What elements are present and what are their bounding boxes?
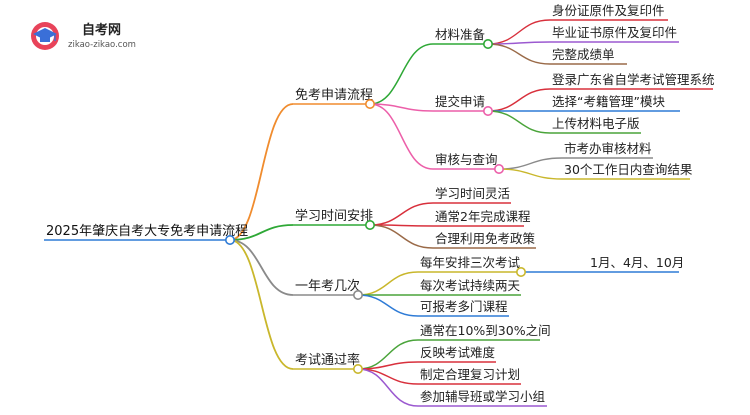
branch-label-1[interactable]: 学习时间安排 xyxy=(295,208,373,224)
child-label-0-0[interactable]: 材料准备 xyxy=(435,27,486,42)
leaf-label-0-0-1[interactable]: 毕业证书原件及复印件 xyxy=(552,25,677,40)
child-edge-0-1 xyxy=(369,103,434,112)
child-edge-0-0 xyxy=(369,43,434,105)
branch-collapse-dot-0[interactable] xyxy=(364,99,375,110)
child-label-3-3[interactable]: 参加辅导班或学习小组 xyxy=(420,389,545,404)
branch-collapse-dot-2[interactable] xyxy=(352,289,363,300)
leaf-edge-0-2-0 xyxy=(498,157,563,170)
leaf-label-0-1-2[interactable]: 上传材料电子版 xyxy=(552,116,640,131)
child-label-3-2[interactable]: 制定合理复习计划 xyxy=(420,367,520,382)
branch-edge-2 xyxy=(229,239,294,296)
leaf-label-0-2-0[interactable]: 市考办审核材料 xyxy=(564,141,652,156)
child-label-0-1[interactable]: 提交申请 xyxy=(435,94,485,109)
child-label-0-2[interactable]: 审核与查询 xyxy=(435,152,498,167)
child-edge-3-3 xyxy=(357,368,419,407)
mindmap-edges xyxy=(44,19,713,407)
branch-collapse-dot-3[interactable] xyxy=(352,363,363,374)
child-edge-3-1 xyxy=(357,361,419,370)
child-label-1-2[interactable]: 合理利用免考政策 xyxy=(435,231,536,246)
leaf-label-0-1-0[interactable]: 登录广东省自学考试管理系统 xyxy=(552,72,715,87)
child-collapse-dot-0-2[interactable] xyxy=(493,164,504,175)
branch-label-2[interactable]: 一年考几次 xyxy=(295,278,360,294)
child-edge-3-0 xyxy=(357,339,419,370)
branch-edge-3 xyxy=(229,239,294,370)
child-edge-0-2 xyxy=(369,103,434,170)
child-label-2-1[interactable]: 每次考试持续两天 xyxy=(420,278,521,293)
child-collapse-dot-2-0[interactable] xyxy=(515,266,526,277)
child-edge-1-0 xyxy=(369,202,434,226)
branch-edge-0 xyxy=(229,103,294,241)
child-collapse-dot-0-0[interactable] xyxy=(482,38,493,49)
leaf-edge-0-0-0 xyxy=(487,19,551,45)
child-edge-1-2 xyxy=(369,224,434,249)
root-collapse-dot[interactable] xyxy=(225,235,236,246)
leaf-edge-0-2-1 xyxy=(498,168,563,180)
child-edge-2-0 xyxy=(357,271,419,296)
child-label-3-1[interactable]: 反映考试难度 xyxy=(420,345,496,360)
leaf-label-0-0-2[interactable]: 完整成绩单 xyxy=(552,47,615,62)
branch-collapse-dot-1[interactable] xyxy=(364,220,375,231)
logo-url: zikao-zikao.com xyxy=(68,40,136,50)
site-logo[interactable]: 自考网 zikao-zikao.com xyxy=(31,22,136,50)
child-label-1-1[interactable]: 通常2年完成课程 xyxy=(435,209,531,224)
child-collapse-dot-0-1[interactable] xyxy=(482,106,493,117)
leaf-label-0-1-1[interactable]: 选择“考籍管理”模块 xyxy=(552,94,665,109)
child-label-2-0[interactable]: 每年安排三次考试 xyxy=(420,255,521,270)
child-label-1-0[interactable]: 学习时间灵活 xyxy=(435,186,510,201)
leaf-edge-0-0-2 xyxy=(487,43,551,65)
child-edge-2-2 xyxy=(357,294,419,317)
leaf-label-0-0-0[interactable]: 身份证原件及复印件 xyxy=(552,3,665,18)
leaf-label-0-2-1[interactable]: 30个工作日内查询结果 xyxy=(564,162,693,177)
child-edge-3-2 xyxy=(357,368,419,385)
logo-title: 自考网 xyxy=(82,22,121,38)
child-label-2-2[interactable]: 可报考多门课程 xyxy=(420,299,508,314)
branch-edge-1 xyxy=(229,224,294,241)
branch-label-3[interactable]: 考试通过率 xyxy=(295,352,360,368)
leaf-label-2-0-0[interactable]: 1月、4月、10月 xyxy=(590,255,684,270)
leaf-edge-0-1-2 xyxy=(487,110,551,134)
graduation-cap-icon xyxy=(31,22,59,50)
mindmap-nodes: 2025年肇庆自考大专免考申请流程 免考申请流程 材料准备 身份证原件及复印件毕业证书… xyxy=(46,3,715,404)
child-label-3-0[interactable]: 通常在10%到30%之间 xyxy=(420,323,551,338)
leaf-edge-0-1-0 xyxy=(487,88,551,112)
branch-label-0[interactable]: 免考申请流程 xyxy=(295,88,373,103)
root-node-label[interactable]: 2025年肇庆自考大专免考申请流程 xyxy=(46,224,248,239)
